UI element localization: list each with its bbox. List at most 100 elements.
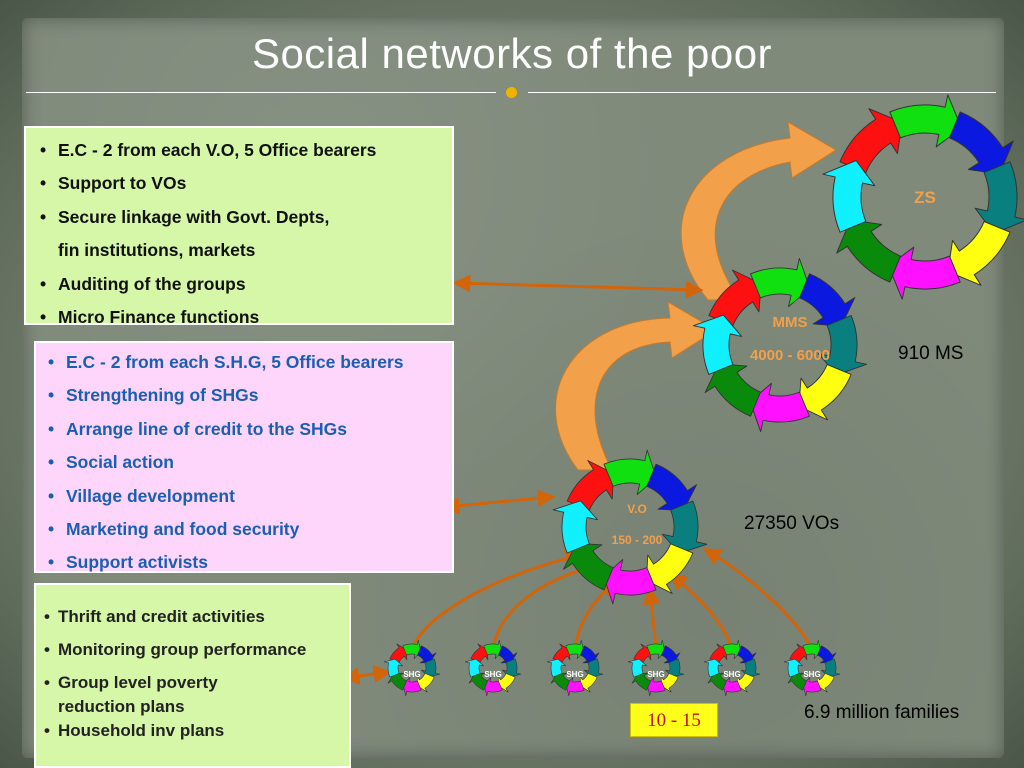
zs-item: •Secure linkage with Govt. Depts,	[40, 206, 330, 227]
cycle-arrow-segment	[565, 676, 585, 697]
shg-cycle	[546, 639, 604, 697]
cycle-arrow-segment	[464, 658, 485, 678]
vo-label: V.O	[627, 502, 647, 516]
cycle-arrow-segment	[707, 672, 727, 691]
cycle-arrow-segment	[749, 382, 810, 433]
cycle-arrow-segment	[816, 673, 835, 693]
cycle-arrow-segment	[646, 639, 666, 660]
cycle-arrow-segment	[661, 645, 681, 664]
shg-label: SHG	[803, 670, 820, 679]
shg-functions-box: •Thrift and credit activities •Monitorin…	[34, 583, 351, 768]
shg-label: SHG	[647, 670, 664, 679]
shg-item-continued: reduction plans	[58, 697, 185, 716]
cycle-arrow-segment	[501, 658, 522, 678]
cycle-arrow-segment	[802, 639, 822, 660]
cycle-arrow-segment	[483, 676, 503, 697]
cycle-arrow-segment	[646, 463, 697, 511]
cycle-arrow-segment	[802, 676, 822, 697]
big-arrows	[555, 121, 837, 471]
cycle-arrow-segment	[750, 257, 811, 308]
mms-range-label: 4000 - 6000	[750, 347, 830, 364]
cycle-arrow-segment	[708, 269, 762, 326]
cycle-arrow-segment	[740, 658, 761, 678]
shg-cycle	[703, 639, 761, 697]
cycle-arrow-segment	[470, 643, 489, 663]
mms-item: •Arrange line of credit to the SHGs	[48, 418, 348, 439]
cycle-arrow-segment	[817, 645, 837, 664]
big-arrow-mms-to-zs	[680, 121, 837, 301]
cycle-arrow-segment	[402, 639, 422, 660]
mms-item: •E.C - 2 from each S.H.G, 5 Office beare…	[48, 352, 404, 372]
cycle-arrow-segment	[633, 643, 652, 663]
vo-count: 27350 VOs	[744, 513, 840, 534]
connector-shg-box	[341, 665, 392, 685]
shg-item: •Household inv plans	[44, 721, 225, 740]
cycle-arrow-segment	[704, 363, 761, 417]
cycle-arrow-segment	[627, 658, 648, 678]
mms-label: MMS	[773, 314, 808, 331]
connector-zs-box	[452, 274, 704, 299]
cycle-arrow-segment	[948, 111, 1014, 175]
cycle-arrow-segment	[566, 460, 614, 511]
zs-item: •Auditing of the groups	[40, 273, 246, 294]
connector-shg-to-vo	[410, 549, 584, 649]
mms-cycle	[692, 257, 868, 433]
cycle-arrow-segment	[798, 364, 852, 421]
mms-item: •Social action	[48, 452, 174, 473]
zs-item: •Micro Finance functions	[40, 307, 260, 328]
title-rule-left	[26, 92, 496, 93]
connectors	[341, 274, 814, 685]
shg-label: SHG	[723, 670, 740, 679]
mms-item: •Marketing and food security	[48, 519, 300, 540]
mms-item: •Village development	[48, 485, 235, 506]
cycle-arrow-segment	[789, 643, 808, 663]
shg-cycle	[783, 639, 841, 697]
zs-item: •Support to VOs	[40, 173, 187, 194]
cycle-arrow-segment	[947, 220, 1011, 286]
zs-label: ZS	[914, 188, 936, 207]
cycle-arrow-segment	[583, 658, 604, 678]
shg-item: •Group level poverty	[44, 673, 218, 692]
vo-range-label: 150 - 200	[612, 533, 663, 547]
shg-cycle	[383, 639, 441, 697]
cycle-arrow-segment	[580, 645, 600, 664]
zs-cycle	[822, 94, 1024, 300]
cycle-arrow-segment	[416, 673, 435, 693]
connector-shg-to-vo	[702, 548, 814, 649]
connector-shg-to-vo	[642, 586, 661, 649]
cycle-arrow-segment	[974, 161, 1024, 234]
cycle-arrow-segment	[546, 658, 567, 678]
cycle-arrow-segment	[737, 645, 757, 664]
title-rule-right	[528, 92, 996, 93]
connector-shg-to-vo	[669, 572, 734, 649]
shg-cycle	[464, 639, 522, 697]
vo-cycle	[552, 449, 708, 605]
cycle-arrow-segment	[631, 672, 651, 691]
cycle-arrow-segment	[787, 672, 807, 691]
cycle-arrow-segment	[799, 273, 856, 327]
shg-size-badge: 10 - 15	[630, 703, 718, 737]
families-count: 6.9 million families	[804, 702, 960, 723]
zs-item-continued: fin institutions, markets	[58, 240, 256, 261]
shg-item: •Thrift and credit activities	[44, 607, 265, 626]
shg-label: SHG	[484, 670, 501, 679]
cycle-arrow-segment	[722, 676, 742, 697]
mms-item: •Strengthening of SHGs	[48, 385, 259, 406]
shg-cycle	[627, 639, 685, 697]
cycle-arrow-segment	[736, 673, 755, 693]
zs-functions-box: •E.C - 2 from each V.O, 5 Office bearers…	[24, 126, 454, 327]
page-title: Social networks of the poor	[251, 30, 773, 77]
cycle-arrow-segment	[646, 543, 694, 594]
title-rule-dot	[506, 87, 517, 98]
cycle-arrow-segment	[468, 672, 488, 691]
cycle-arrow-segment	[497, 673, 516, 693]
cycle-arrow-segment	[387, 672, 407, 691]
cycle-arrow-segment	[664, 658, 685, 678]
cycle-arrow-segment	[888, 246, 961, 300]
mms-functions-box: •E.C - 2 from each S.H.G, 5 Office beare…	[34, 341, 454, 573]
cycle-arrow-segment	[661, 500, 708, 554]
cycle-arrow-segment	[660, 673, 679, 693]
